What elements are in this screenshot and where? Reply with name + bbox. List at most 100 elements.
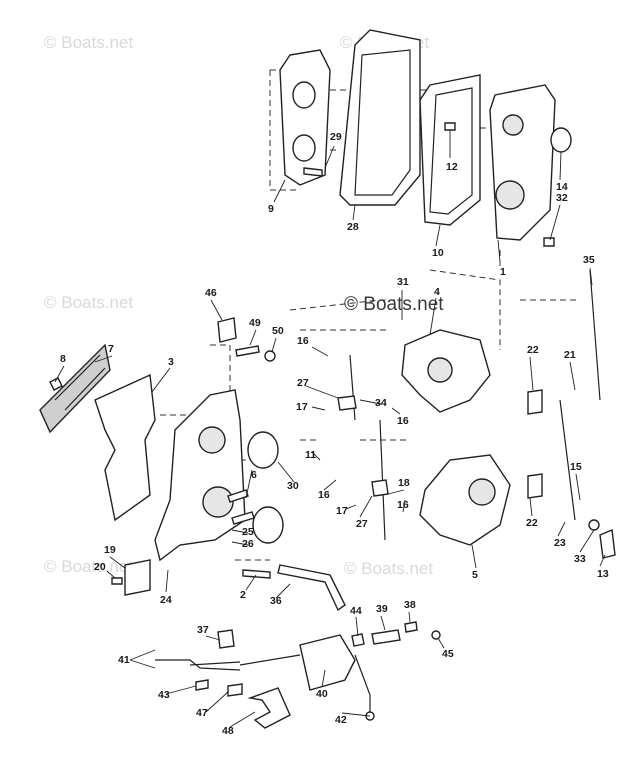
callout-15: 15	[570, 461, 582, 473]
assembly-lines-mid	[160, 344, 270, 561]
lever-22b-part	[527, 473, 543, 499]
gasket-30b-part	[252, 506, 284, 544]
callout-19: 19	[104, 544, 116, 556]
callout-42: 42	[335, 714, 347, 726]
wire-41-part	[155, 659, 241, 671]
screw-49-part	[235, 345, 260, 357]
watermark-bottom-left: © Boats.net	[44, 557, 133, 576]
callout-14: 14	[556, 181, 568, 193]
gasket-part	[279, 49, 331, 186]
callout-4: 4	[434, 286, 440, 298]
callout-10: 10	[432, 247, 444, 259]
callout-labels: 1 2 3 4 5 6 7 8 9 10 11 12 13 14 15 16 1…	[60, 131, 609, 737]
callout-29: 29	[330, 131, 342, 143]
gasket-30a-part	[247, 431, 279, 469]
callout-1: 1	[500, 266, 506, 278]
callout-2: 2	[240, 589, 246, 601]
callout-16a: 16	[297, 335, 309, 347]
cover-1-part	[489, 84, 556, 241]
hose-36-part	[277, 564, 346, 612]
callout-44: 44	[350, 605, 362, 617]
clip-27a-part	[337, 395, 357, 411]
callout-32: 32	[556, 192, 568, 204]
callout-27b: 27	[356, 518, 368, 530]
plunger-39-part	[371, 629, 401, 645]
reed-adapter-group	[39, 343, 284, 596]
solenoid-40-part	[299, 634, 356, 691]
callout-17a: 17	[296, 401, 308, 413]
callout-49: 49	[249, 317, 261, 329]
plug-14-part	[550, 127, 572, 153]
nut-50-part	[264, 350, 276, 362]
callout-21: 21	[564, 349, 576, 361]
cover-port-upper	[502, 114, 524, 136]
callout-3: 3	[168, 356, 174, 368]
fitting-13-part	[599, 528, 616, 559]
callout-9: 9	[268, 203, 274, 215]
callout-48: 48	[222, 725, 234, 737]
callout-26: 26	[242, 538, 254, 550]
callout-18: 18	[398, 477, 410, 489]
gasket-10-inner	[429, 87, 473, 215]
callout-34: 34	[375, 397, 387, 409]
callout-5: 5	[472, 569, 478, 581]
carb-4-bore	[427, 357, 453, 383]
screw-12-part	[444, 122, 456, 131]
reed-valve-part	[39, 343, 111, 434]
callout-11: 11	[305, 449, 316, 461]
callout-30: 30	[287, 480, 299, 492]
screw-8-part	[49, 377, 63, 391]
callout-23: 23	[554, 537, 566, 549]
reed-valve-detail	[54, 354, 106, 411]
callout-12: 12	[446, 161, 458, 173]
carburetor-5-part	[419, 454, 511, 546]
callout-17b: 17	[336, 505, 348, 517]
watermark-bottom-right: © Boats.net	[344, 559, 433, 578]
callout-24: 24	[160, 594, 172, 606]
watermark-center: © Boats.net	[344, 294, 444, 315]
callout-37: 37	[197, 624, 209, 636]
screw-29-part	[303, 167, 323, 177]
manifold-plate-part	[339, 29, 421, 206]
clip-27b-part	[371, 479, 389, 497]
pin-38-part	[404, 621, 418, 633]
assembly-lines-carb	[289, 269, 580, 441]
watermark-mid-left: © Boats.net	[44, 293, 133, 312]
callout-31: 31	[397, 276, 409, 288]
callout-7: 7	[108, 343, 114, 355]
screw-2-part	[242, 569, 271, 579]
callout-20: 20	[94, 561, 106, 573]
screw-47-part	[227, 683, 243, 697]
callout-8: 8	[60, 353, 66, 365]
callout-16c: 16	[318, 489, 330, 501]
cover-port-lower	[495, 180, 525, 210]
callout-45: 45	[442, 648, 454, 660]
gasket-port-lower	[292, 134, 316, 162]
callout-47: 47	[196, 707, 208, 719]
callout-22a: 22	[527, 344, 539, 356]
gasket-3-part	[94, 373, 156, 522]
intake-cover-group	[269, 29, 572, 270]
gasket-port-upper	[292, 81, 316, 109]
callout-6: 6	[251, 469, 257, 481]
callout-27a: 27	[297, 377, 309, 389]
fitting-33-part	[588, 519, 600, 531]
callout-41: 41	[118, 654, 130, 666]
adapter-24-part	[154, 389, 246, 562]
screw-32-part	[543, 237, 555, 247]
screw-43-part	[195, 679, 209, 691]
stud-25-part	[231, 511, 255, 525]
callout-36: 36	[270, 595, 282, 607]
connector-45-part	[431, 630, 441, 640]
callout-50: 50	[272, 325, 284, 337]
callout-46: 46	[205, 287, 217, 299]
choke-solenoid-group	[155, 564, 441, 729]
lever-22a-part	[527, 389, 543, 415]
callout-16d: 16	[397, 499, 409, 511]
carburetor-group	[217, 269, 616, 559]
callout-43: 43	[158, 689, 170, 701]
callout-25: 25	[242, 526, 254, 538]
clip-37-part	[217, 629, 235, 649]
spring-44-part	[351, 633, 365, 647]
